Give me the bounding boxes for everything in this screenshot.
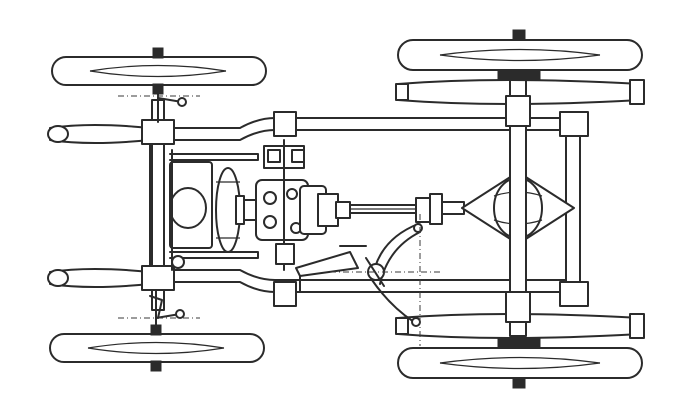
front-wheel-bottom (49, 289, 265, 372)
front-wheel-top (51, 47, 267, 123)
universal-joint (415, 193, 465, 225)
rear-wheel-bottom (397, 337, 643, 389)
chassis-frame (149, 111, 589, 307)
gearbox (299, 185, 351, 235)
front-axle (47, 99, 175, 311)
steering-linkage (118, 95, 200, 319)
rear-axle (395, 79, 645, 339)
rear-wheel-top (397, 29, 643, 81)
propeller-shaft (349, 204, 417, 214)
brake-linkage (295, 223, 423, 327)
hand-lever (330, 214, 440, 346)
radiator (169, 153, 259, 269)
fittings (171, 149, 305, 271)
